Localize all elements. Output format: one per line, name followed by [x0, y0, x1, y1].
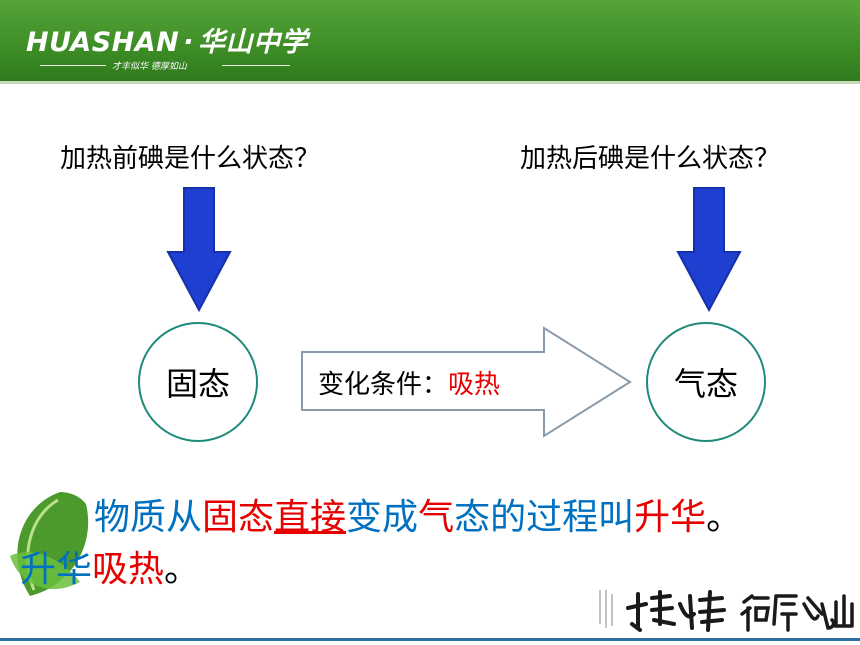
slogan: 才丰似华 德厚如山 [112, 62, 187, 72]
slogan-rule-right [222, 65, 290, 66]
change-condition: 变化条件：吸热 [318, 364, 500, 401]
state-before-label: 固态 [165, 365, 230, 403]
definition-part: 气 [418, 497, 455, 538]
definition-part: 直接 [274, 497, 347, 538]
definition-part: 物质从 [94, 497, 203, 538]
definition-line2-part: 。 [164, 549, 201, 590]
header-banner: HUASHAN·华山中学 才丰似华 德厚如山 [0, 0, 860, 84]
definition-line2-part: 吸热 [92, 549, 165, 590]
state-solid-circle: 固态 [138, 322, 258, 442]
slogan-row: 才丰似华 德厚如山 [40, 59, 290, 72]
question-before-heating: 加热前碘是什么状态？ [60, 144, 321, 174]
school-logo: HUASHAN·华山中学 [26, 20, 308, 59]
brand-separator: · [183, 27, 195, 58]
state-gas-circle: 气态 [646, 322, 766, 442]
footer-rule [0, 638, 860, 641]
slogan-rule-left [40, 65, 106, 66]
state-after-label: 气态 [673, 365, 738, 403]
brand-latin: HUASHAN [26, 27, 180, 58]
brand-chinese: 华山中学 [198, 27, 309, 58]
definition-part: 。 [706, 497, 743, 538]
definition-part: 变成 [346, 497, 419, 538]
calligraphy-motto-image [599, 590, 854, 632]
definition-part: 态的过程叫 [454, 497, 635, 538]
definition-line2-part: 升华 [20, 549, 93, 590]
down-arrow-icon [166, 187, 232, 312]
right-arrow-icon [301, 326, 632, 438]
sublimation-definition: 物质从固态直接变成气态的过程叫升华。 升华吸热。 [20, 492, 850, 596]
definition-part: 升华 [634, 497, 707, 538]
question-after-heating: 加热后碘是什么状态？ [520, 144, 781, 174]
down-arrow-icon [676, 187, 742, 312]
condition-value: 吸热 [448, 370, 501, 400]
condition-label: 变化条件： [318, 370, 449, 400]
leaf-icon [10, 492, 89, 596]
definition-part: 固态 [202, 497, 275, 538]
